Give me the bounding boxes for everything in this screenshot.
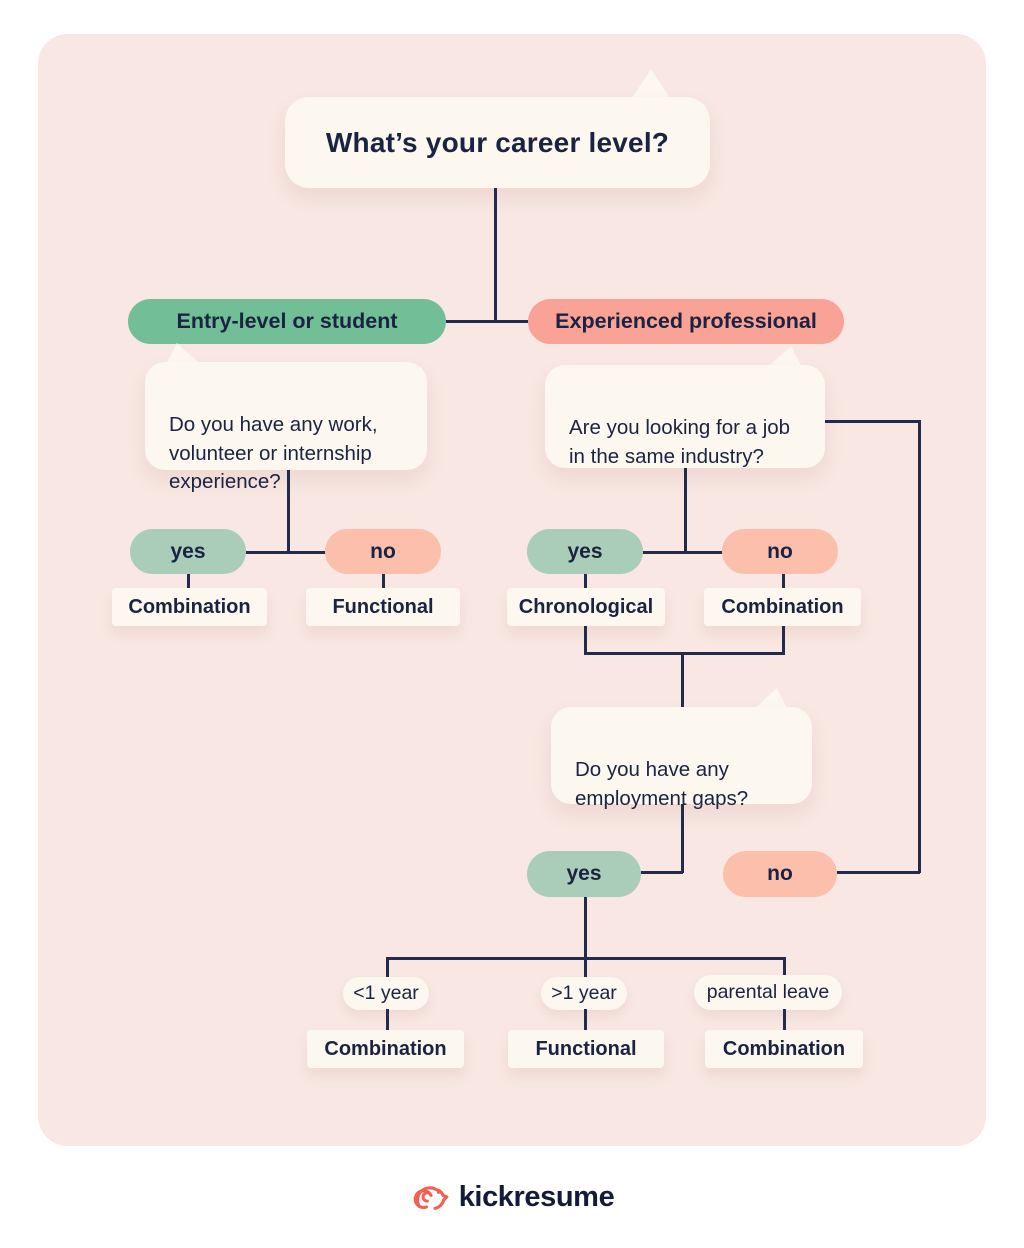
industry-no-result: Combination	[721, 595, 844, 618]
gap-option-pill: >1 year	[541, 977, 627, 1010]
gaps-yes-label: yes	[566, 862, 602, 885]
gap-result-box: Combination	[705, 1030, 863, 1068]
entry-yes-result: Combination	[128, 595, 251, 618]
gaps-no-pill: no	[723, 851, 837, 897]
connector-line	[287, 470, 290, 552]
connector-line	[446, 320, 528, 323]
connector-line	[782, 574, 785, 588]
gaps-no-label: no	[767, 862, 793, 885]
connector-line	[584, 1009, 587, 1030]
industry-yes-label: yes	[567, 539, 603, 563]
brand-name: kickresume	[458, 1180, 615, 1213]
connector-line	[584, 626, 587, 654]
connector-line	[584, 897, 587, 958]
connector-line	[386, 1009, 389, 1030]
entry-yes-pill: yes	[130, 529, 246, 574]
gaps-question-text: Do you have any employment gaps?	[575, 758, 749, 810]
connector-line	[246, 551, 326, 554]
entry-question-bubble: Do you have any work, volunteer or inter…	[145, 362, 427, 493]
entry-no-result-box: Functional	[306, 588, 460, 626]
gap-option-label: >1 year	[551, 982, 617, 1004]
gaps-yes-pill: yes	[527, 851, 641, 897]
connector-line	[187, 574, 190, 588]
industry-no-result-box: Combination	[704, 588, 861, 626]
connector-line	[584, 652, 785, 655]
entry-yes-result-box: Combination	[112, 588, 267, 626]
gap-option-pill: <1 year	[343, 977, 429, 1010]
chameleon-icon	[410, 1178, 450, 1216]
connector-line	[641, 871, 683, 874]
gap-result: Combination	[722, 1037, 846, 1060]
industry-yes-result: Chronological	[518, 595, 654, 618]
entry-no-label: no	[370, 539, 396, 563]
connector-line	[783, 957, 786, 978]
gap-result-box: Functional	[508, 1030, 664, 1068]
connector-line	[386, 957, 389, 978]
root-question-text: What’s your career level?	[325, 126, 670, 158]
connector-line	[684, 468, 687, 552]
industry-no-label: no	[767, 539, 793, 563]
entry-level-label: Entry-level or student	[176, 309, 398, 333]
entry-yes-label: yes	[170, 539, 206, 563]
entry-level-pill: Entry-level or student	[128, 299, 446, 344]
gap-result-box: Combination	[307, 1030, 464, 1068]
industry-question-text: Are you looking for a job in the same in…	[569, 416, 791, 468]
gap-option-label: <1 year	[353, 982, 419, 1004]
gap-option-label: parental leave	[706, 981, 830, 1003]
gaps-question-bubble: Do you have any employment gaps?	[551, 707, 812, 810]
loop-line	[837, 871, 920, 874]
connector-line	[494, 188, 497, 321]
loop-line	[918, 420, 921, 873]
experienced-pill: Experienced professional	[528, 299, 844, 344]
root-question-bubble: What’s your career level?	[285, 97, 710, 188]
connector-line	[382, 574, 385, 588]
gap-result: Functional	[535, 1037, 637, 1060]
entry-no-pill: no	[325, 529, 441, 574]
entry-no-result: Functional	[332, 595, 434, 618]
industry-yes-pill: yes	[527, 529, 643, 574]
experienced-label: Experienced professional	[555, 309, 817, 333]
loop-line	[825, 420, 920, 423]
industry-question-bubble: Are you looking for a job in the same in…	[545, 365, 825, 468]
connector-line	[782, 626, 785, 654]
connector-line	[584, 574, 587, 588]
brand-logo: kickresume	[0, 1178, 1024, 1216]
industry-no-pill: no	[722, 529, 838, 574]
entry-question-text: Do you have any work, volunteer or inter…	[169, 413, 378, 493]
connector-line	[681, 652, 684, 708]
gap-option-pill: parental leave	[694, 975, 842, 1010]
connector-line	[584, 957, 587, 978]
gap-result: Combination	[324, 1037, 447, 1060]
connector-line	[783, 1009, 786, 1030]
connector-line	[681, 804, 684, 873]
industry-yes-result-box: Chronological	[507, 588, 665, 626]
connector-line	[643, 551, 723, 554]
